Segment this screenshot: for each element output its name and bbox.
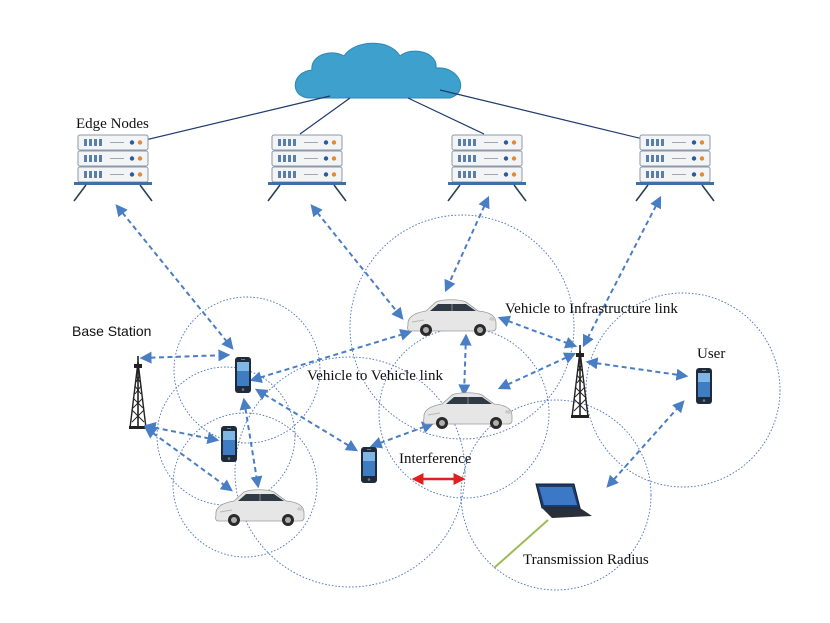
smartphone-icon	[235, 357, 251, 393]
cloud-backhaul-lines	[119, 89, 673, 147]
interference-label: Interference	[399, 451, 472, 467]
smartphone-icon	[696, 368, 712, 404]
v2i-link-label: Vehicle to Infrastructure link	[505, 301, 678, 317]
server-rack-icon	[447, 134, 527, 202]
server-rack-icon	[267, 134, 347, 202]
cell-tower-icon	[128, 355, 148, 430]
car-icon	[215, 489, 305, 527]
server-rack-icon	[73, 134, 153, 202]
server-rack-icon	[635, 134, 715, 202]
transmission-radius-label: Transmission Radius	[523, 552, 649, 568]
car-icon	[423, 392, 513, 430]
base-station-label: Base Station	[72, 323, 152, 339]
user-label: User	[697, 346, 726, 362]
smartphone-icon	[361, 447, 377, 483]
car-icon	[407, 299, 497, 337]
edge-nodes-label: Edge Nodes	[76, 116, 149, 132]
transmission-radius-line	[493, 519, 549, 569]
link-arrows	[115, 195, 689, 492]
v2v-link-label: Vehicle to Vehicle link	[307, 368, 443, 384]
cloud-icon	[294, 42, 462, 99]
smartphone-icon	[221, 426, 237, 462]
laptop-icon	[535, 483, 592, 518]
